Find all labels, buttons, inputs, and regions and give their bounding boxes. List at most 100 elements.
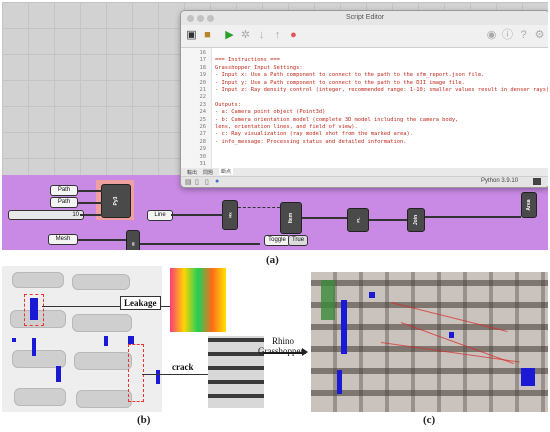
defect-region [156, 370, 160, 384]
view-icon[interactable]: ◉ [486, 29, 497, 41]
path-param-1[interactable]: Path [50, 185, 78, 196]
code-line[interactable]: - Input y: Use a Path component to conne… [215, 79, 465, 86]
crack-box [128, 344, 144, 402]
zoom-window-button[interactable] [207, 15, 214, 22]
settings-icon[interactable]: ⚙ [534, 29, 545, 41]
list-item-component[interactable]: Item [280, 202, 302, 234]
thermal-image [170, 268, 226, 332]
crack-photo [208, 336, 264, 408]
code-line[interactable]: === Instructions === [215, 57, 280, 64]
line-number: 30 [199, 153, 207, 160]
close-window-button[interactable] [187, 15, 194, 22]
mesh-param[interactable]: Mesh [48, 234, 78, 245]
arrow-head-icon [302, 348, 308, 356]
mesh-component[interactable]: M [126, 230, 140, 250]
code-line[interactable]: Grasshopper Input Settings: [215, 64, 303, 71]
crack-label: crack [172, 362, 194, 372]
line-number: 16 [199, 50, 207, 56]
line-number: 28 [199, 138, 207, 145]
code-line[interactable]: - Input z: Ray density control (integer,… [215, 87, 548, 93]
line-param[interactable]: Line [147, 210, 173, 221]
help-icon[interactable]: ? [520, 29, 527, 41]
info-icon[interactable]: ⓘ [502, 29, 513, 41]
minimize-window-button[interactable] [197, 15, 204, 22]
path-param-2[interactable]: Path [50, 197, 78, 208]
wire [80, 214, 102, 216]
line-number: 19 [199, 72, 207, 79]
balcony [72, 314, 132, 332]
crack-pointer-line [142, 374, 208, 375]
terminal-icon[interactable] [533, 178, 541, 185]
line-number: 31 [199, 161, 207, 167]
balcony [12, 350, 66, 368]
tab-breakpoints[interactable]: 斷点 [219, 168, 234, 175]
code-line[interactable]: - c: Ray visualization (ray model shot f… [215, 131, 413, 138]
ray-component[interactable]: Mx [222, 200, 238, 230]
toggle-value[interactable]: True [288, 235, 308, 246]
defect-region [104, 336, 108, 346]
help-circle-icon[interactable]: ● [215, 178, 220, 185]
package-icon[interactable]: ■ [204, 29, 211, 41]
code-line[interactable]: - a: Camera point object (Point3d) [215, 109, 326, 116]
arrow-line [264, 352, 306, 354]
line-number: 26 [199, 124, 207, 130]
toggle-label: Toggle [264, 235, 290, 246]
editor-titlebar[interactable]: Script Editor [181, 11, 548, 25]
vegetation [321, 280, 335, 320]
file-icon[interactable]: ▯ [205, 179, 209, 186]
line-number: 24 [199, 109, 207, 116]
join-component[interactable]: Join [407, 208, 425, 232]
line-number: 17 [199, 57, 207, 64]
balcony [72, 274, 130, 290]
grasshopper-canvas[interactable]: Path Path 10 Py3 Line Mesh M Mx Item PL … [2, 2, 548, 250]
wire [140, 243, 260, 245]
wire [302, 217, 347, 219]
code-line[interactable]: lens, orientation lines, and field of vi… [215, 124, 358, 130]
code-line[interactable]: - Input x: Use a Path component to conne… [215, 72, 485, 79]
debug-icon[interactable]: ✲ [240, 29, 251, 41]
line-number: 27 [199, 131, 207, 138]
facade-model [2, 266, 162, 412]
wire [78, 239, 126, 241]
wire [78, 202, 102, 204]
code-line[interactable]: - b: Camera orientation model (complete … [215, 116, 459, 123]
area-component[interactable]: Area [521, 192, 537, 218]
defect-region [12, 338, 16, 342]
wire [238, 207, 280, 210]
panel-icon[interactable]: ▤ [185, 179, 192, 186]
python-version: Python 3.9.10 [481, 178, 519, 184]
leakage-box [24, 294, 44, 326]
planar-component[interactable]: PL [347, 208, 369, 232]
balcony [12, 272, 64, 288]
editor-statusbar: ▤ ▯ ▯ ● Python 3.9.10 [181, 176, 548, 187]
save-icon[interactable]: ▣ [186, 29, 197, 41]
caption-b: (b) [137, 414, 151, 426]
caption-c: (c) [423, 414, 436, 426]
document-icon[interactable]: ▯ [195, 179, 199, 186]
grasshopper-label: Grasshopper [258, 346, 304, 356]
line-number: 25 [199, 116, 207, 123]
code-line[interactable]: - info_message: Processing status and de… [215, 138, 407, 145]
leakage-region [341, 300, 347, 354]
step-down-icon[interactable]: ↓ [258, 29, 265, 41]
stop-icon[interactable]: ● [290, 29, 297, 41]
photo-overlay [311, 272, 548, 412]
tab-output[interactable]: 輸出 [187, 170, 198, 176]
defect-region [449, 332, 454, 338]
line-number: 20 [199, 79, 207, 86]
python-component[interactable]: Py3 [101, 184, 131, 218]
number-slider[interactable]: 10 [8, 210, 84, 220]
wire [369, 219, 407, 221]
leakage-pointer-line [42, 306, 170, 307]
code-line[interactable]: Outputs: [215, 101, 241, 108]
tab-problems[interactable]: 問題 [203, 170, 214, 176]
balcony [74, 352, 132, 370]
run-icon[interactable]: ▶ [225, 29, 234, 41]
window-columns [311, 272, 548, 412]
step-up-icon[interactable]: ↑ [274, 29, 281, 41]
leakage-label: Leakage [120, 296, 161, 310]
caption-a: (a) [266, 254, 279, 266]
